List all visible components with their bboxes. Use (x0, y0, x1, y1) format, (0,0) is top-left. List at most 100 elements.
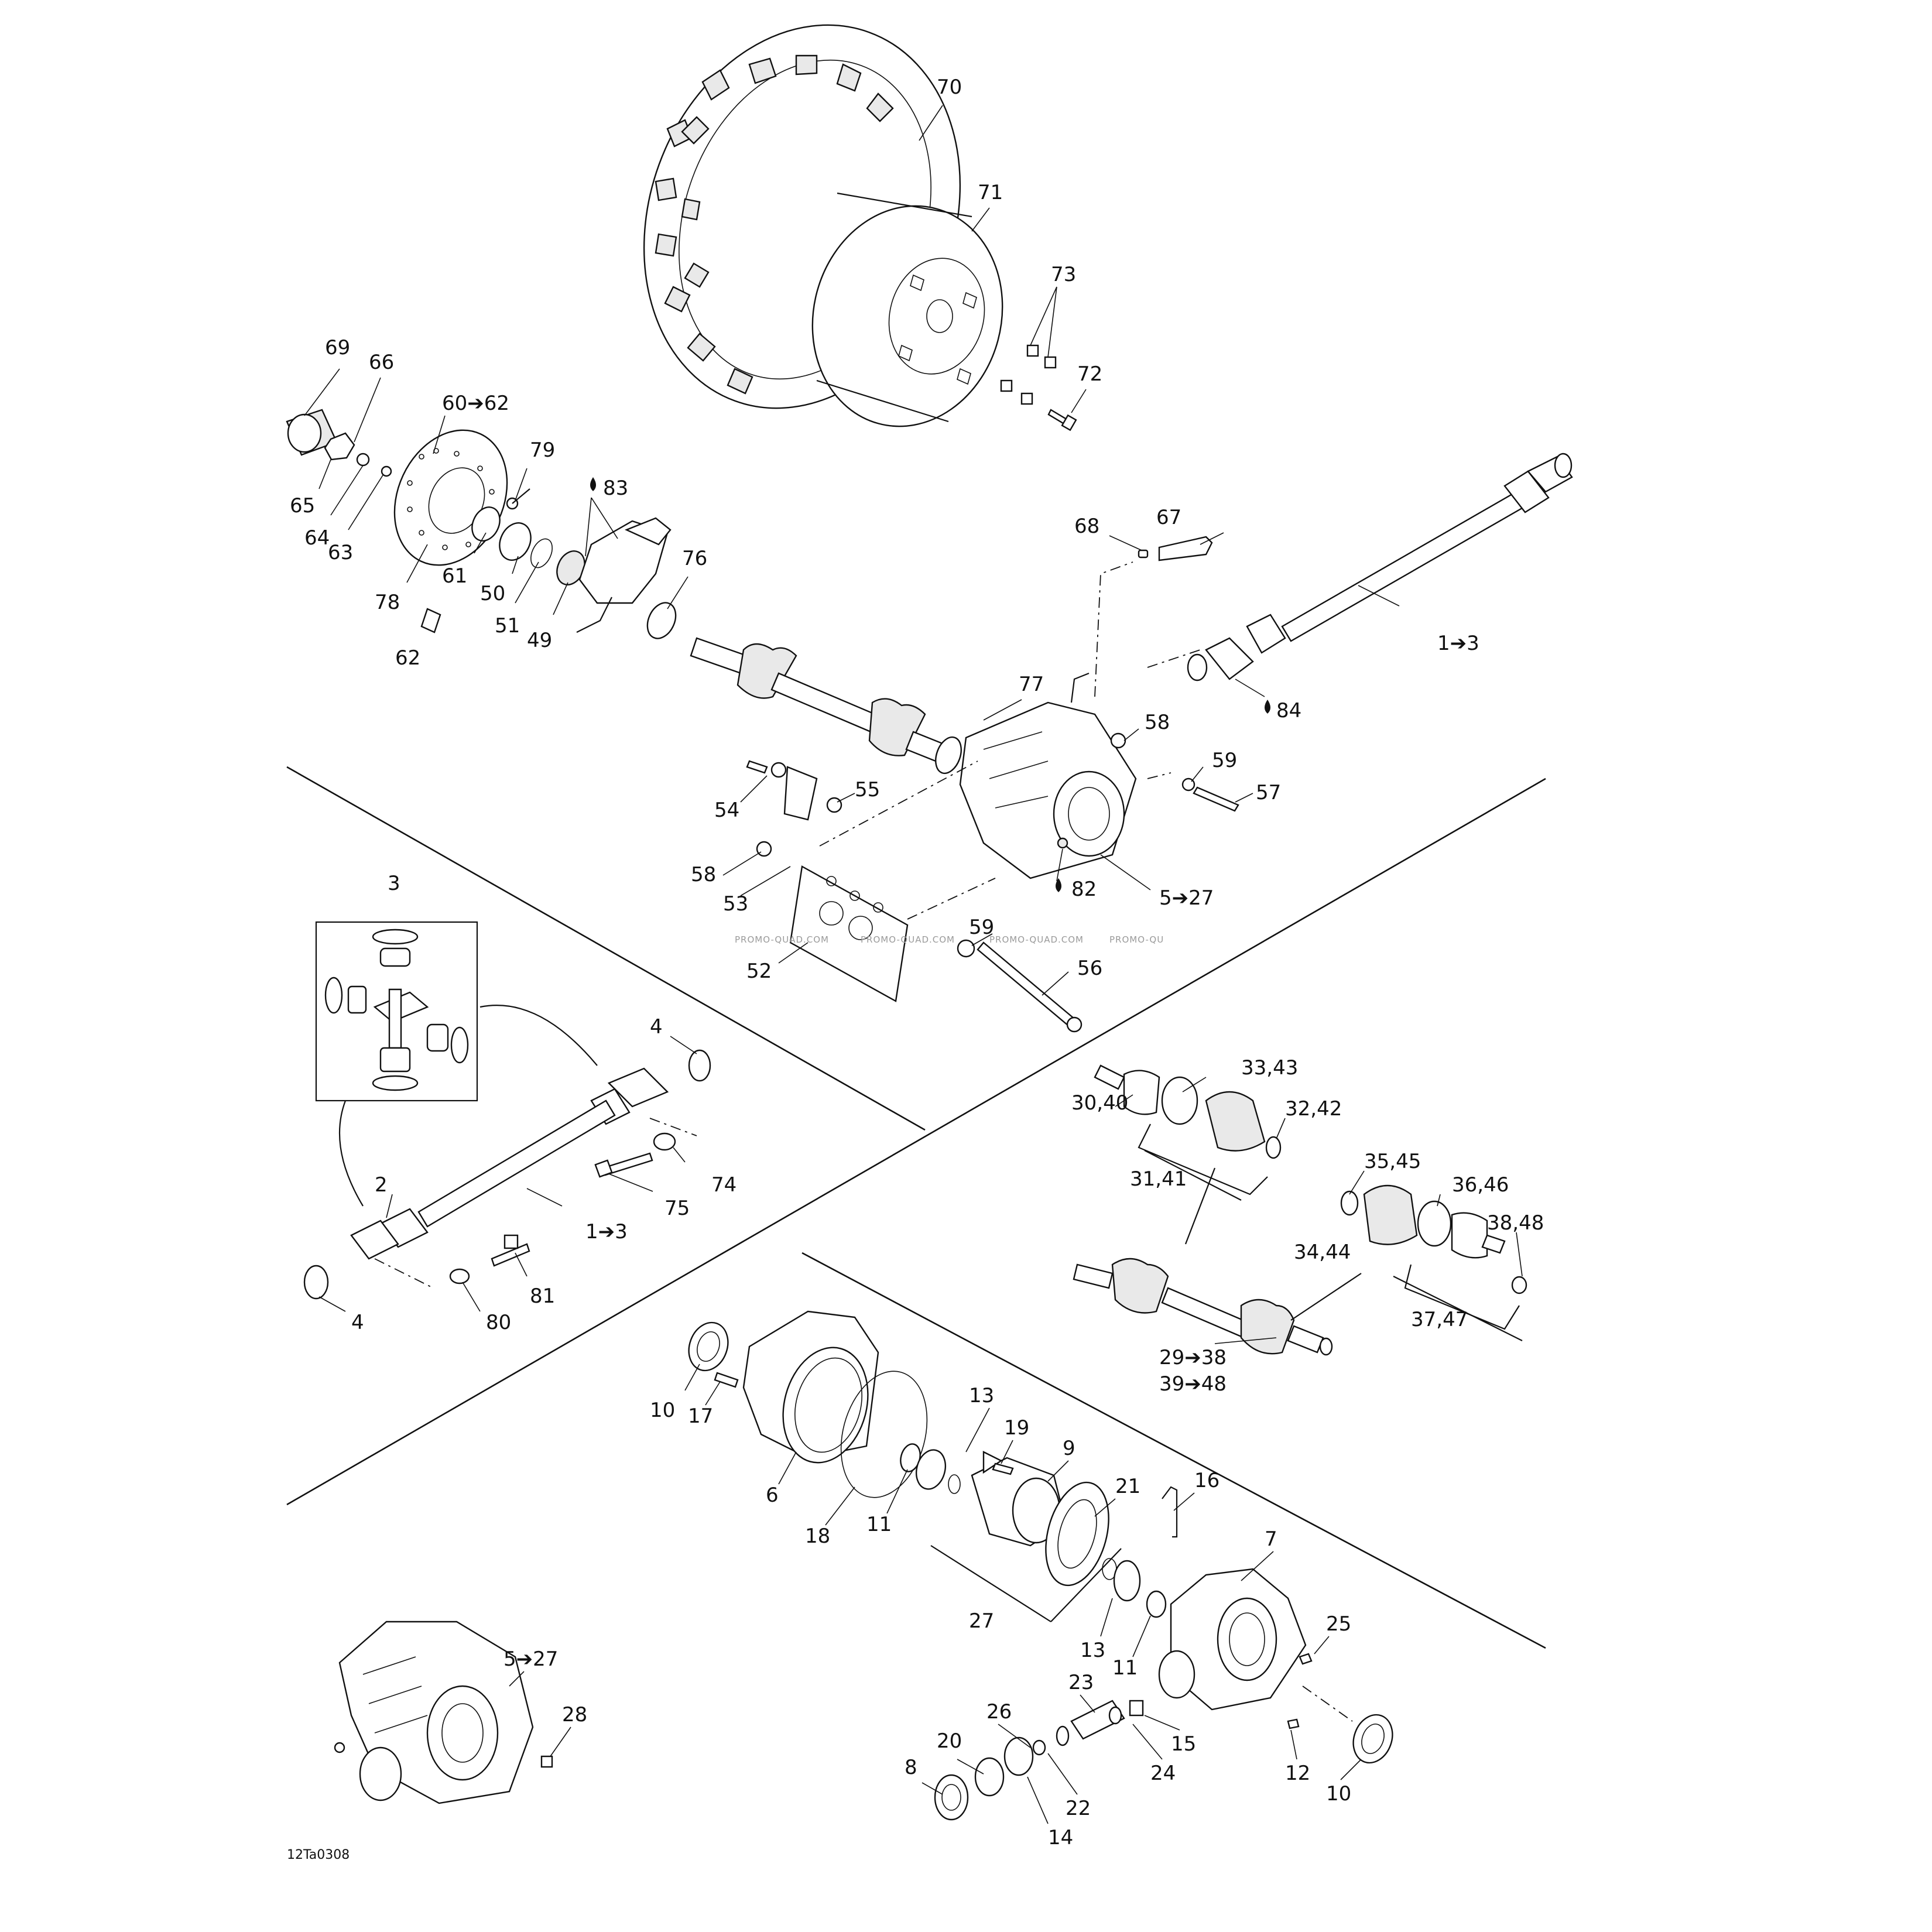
callout-3: 3 (388, 872, 400, 895)
callout-29-38: 29➔38 (1159, 1346, 1227, 1369)
callout-55: 55 (855, 778, 880, 801)
callout-68: 68 (1074, 515, 1099, 538)
callout-18: 18 (805, 1525, 830, 1548)
callout-9: 9 (1063, 1437, 1075, 1460)
callout-75: 75 (664, 1197, 690, 1220)
callout-15: 15 (1171, 1732, 1196, 1756)
tire-tread (655, 54, 894, 395)
callout-72: 72 (1077, 362, 1102, 386)
callout-13-lower: 13 (1080, 1639, 1105, 1662)
callout-32-42: 32,42 (1285, 1097, 1342, 1121)
callout-39-48: 39➔48 (1159, 1372, 1227, 1396)
callout-73: 73 (1051, 263, 1076, 286)
callout-27: 27 (969, 1609, 994, 1633)
callout-1-3-upper: 1➔3 (1437, 632, 1479, 655)
callout-81: 81 (530, 1284, 555, 1308)
callout-34-44: 34,44 (1294, 1241, 1351, 1264)
callout-66: 66 (369, 351, 394, 374)
callout-69: 69 (325, 336, 350, 359)
callout-38-48: 38,48 (1487, 1211, 1544, 1235)
callout-60-62: 60➔62 (442, 392, 509, 415)
callout-8: 8 (905, 1756, 917, 1779)
callout-6: 6 (766, 1484, 779, 1507)
callout-labels: 70 71 73 72 69 66 60➔62 79 83 65 64 63 7… (290, 76, 1544, 1849)
callout-20: 20 (937, 1729, 962, 1753)
callout-64: 64 (304, 526, 330, 550)
callout-7: 7 (1265, 1527, 1277, 1551)
callout-4-upper: 4 (650, 1015, 663, 1039)
oil-drop-icon-83 (590, 477, 596, 491)
tire-assembly (643, 24, 1077, 431)
callout-62: 62 (395, 646, 420, 670)
callout-71: 71 (978, 181, 1003, 204)
callout-77: 77 (1019, 673, 1044, 696)
callout-14: 14 (1048, 1826, 1073, 1849)
callout-57: 57 (1256, 781, 1281, 804)
prop-shaft-lower (303, 1049, 711, 1300)
callout-19: 19 (1004, 1416, 1029, 1440)
diagram-code: 12Ta0308 (287, 1848, 350, 1862)
callout-33-43: 33,43 (1241, 1056, 1298, 1080)
callout-16: 16 (1194, 1469, 1220, 1492)
leader-lines (304, 105, 1523, 1824)
callout-76: 76 (682, 547, 707, 570)
callout-21: 21 (1115, 1475, 1140, 1498)
callout-23: 23 (1068, 1671, 1094, 1694)
callout-22: 22 (1066, 1797, 1091, 1820)
callout-51: 51 (495, 614, 520, 638)
callout-13-upper: 13 (969, 1384, 994, 1407)
callout-36-46: 36,46 (1452, 1173, 1509, 1197)
lubricant-icons (590, 477, 1270, 892)
u-joint-detail (315, 921, 598, 1207)
group-brackets (930, 1150, 1523, 1622)
callout-70: 70 (937, 76, 962, 99)
callout-2: 2 (375, 1173, 388, 1197)
callout-59-lower: 59 (969, 916, 994, 939)
watermark-3: PROMO-QUAD.COM (989, 934, 1084, 945)
callout-58-lower: 58 (691, 863, 716, 886)
watermark-2: PROMO-QUAD.COM (861, 934, 955, 945)
callout-58-upper: 58 (1145, 711, 1170, 734)
watermark-1: PROMO-QUAD.COM (735, 934, 829, 945)
oil-drop-icon-84 (1265, 700, 1270, 714)
callout-54: 54 (714, 799, 739, 822)
callout-35-45: 35,45 (1364, 1150, 1421, 1173)
differential-housing-upper (959, 536, 1213, 879)
callout-84: 84 (1276, 699, 1301, 722)
prop-shaft-upper (1187, 453, 1573, 681)
callout-12: 12 (1285, 1762, 1310, 1785)
callout-78: 78 (375, 591, 400, 614)
callout-10-left: 10 (650, 1399, 675, 1422)
callout-25: 25 (1326, 1612, 1351, 1636)
callout-49: 49 (527, 629, 552, 652)
callout-5-27-upper: 5➔27 (1159, 886, 1214, 910)
oil-drop-icon-82 (1056, 878, 1061, 892)
watermark-4: PROMO-QU (1109, 934, 1164, 945)
differential-assembled (334, 1621, 553, 1804)
callout-74: 74 (711, 1173, 737, 1197)
callout-26: 26 (986, 1700, 1012, 1724)
callout-30-40: 30,40 (1071, 1091, 1128, 1115)
callout-52: 52 (746, 960, 772, 983)
callout-59-upper: 59 (1212, 749, 1237, 772)
callout-37-47: 37,47 (1411, 1308, 1468, 1331)
callout-53: 53 (723, 892, 748, 916)
callout-11-upper: 11 (866, 1513, 892, 1536)
callout-31-41: 31,41 (1130, 1167, 1187, 1191)
callout-79: 79 (530, 439, 555, 462)
watermark-row: PROMO-QUAD.COM PROMO-QUAD.COM PROMO-QUAD… (735, 934, 1164, 945)
callout-4-lower: 4 (351, 1311, 364, 1334)
drive-shaft-upper (690, 637, 962, 775)
differential-exploded (688, 1310, 1393, 1821)
callout-10-right: 10 (1326, 1782, 1351, 1806)
callout-50: 50 (480, 582, 505, 605)
hub-assembly (286, 409, 677, 639)
callout-56: 56 (1077, 957, 1102, 980)
callout-82: 82 (1071, 878, 1097, 901)
callout-24: 24 (1150, 1762, 1176, 1785)
callout-83: 83 (603, 477, 628, 500)
cv-shaft-detail (1073, 1064, 1527, 1356)
callout-63: 63 (328, 541, 353, 564)
callout-80: 80 (486, 1311, 511, 1334)
